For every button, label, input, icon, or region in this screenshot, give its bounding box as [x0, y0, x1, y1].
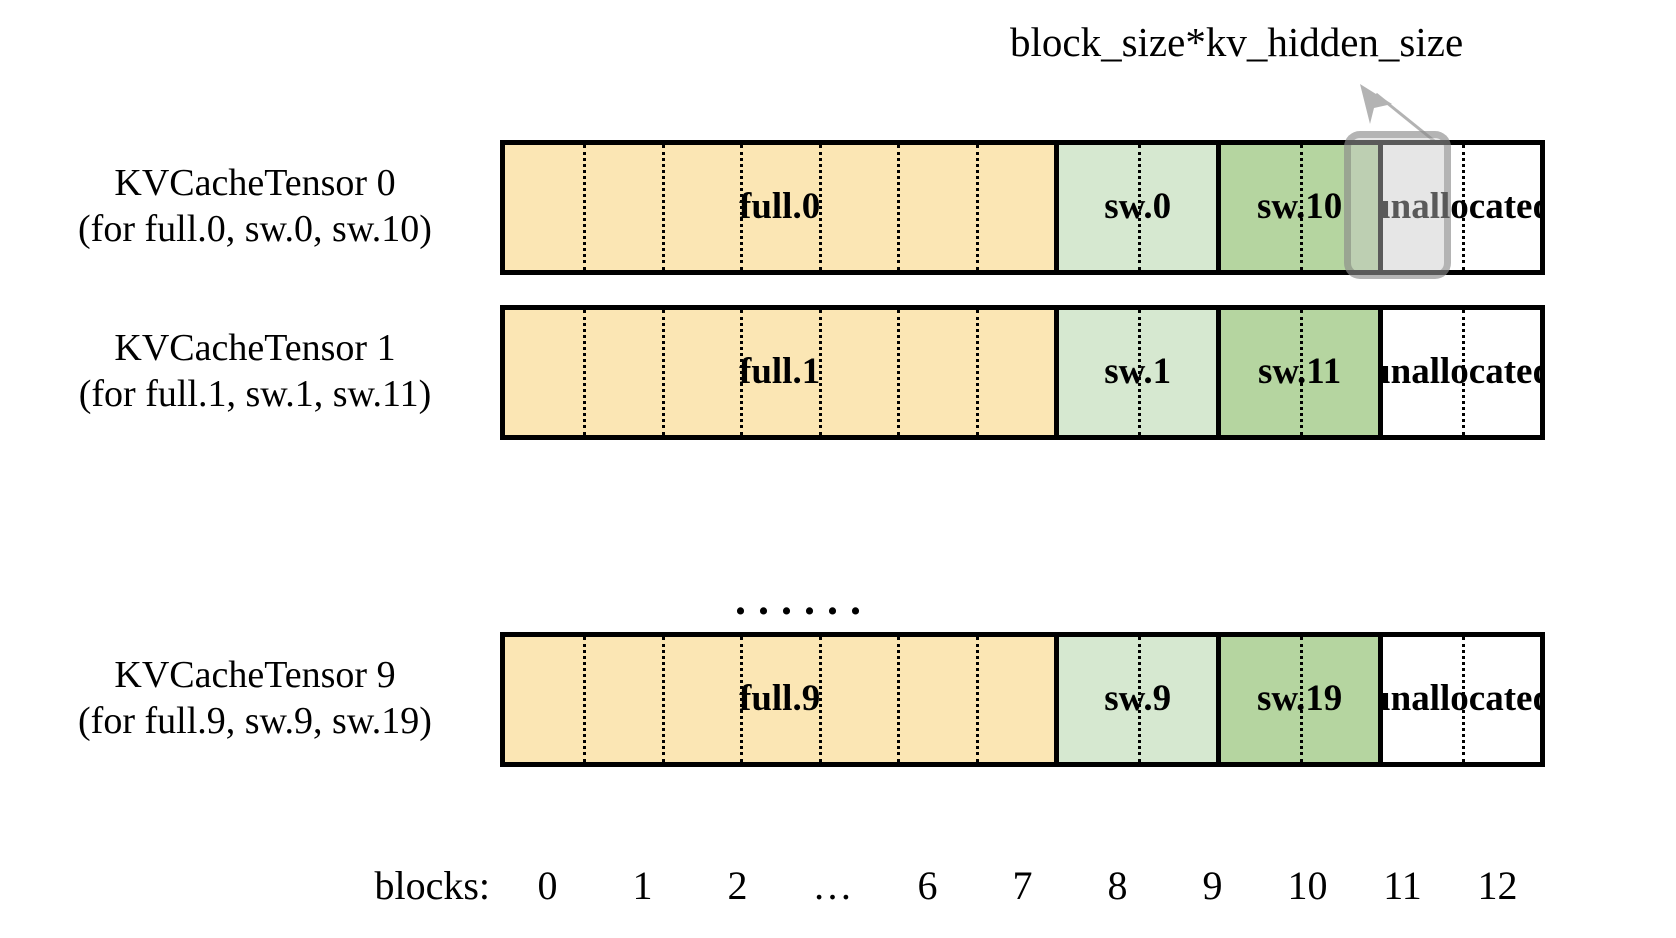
row-1-subtitle: (for full.1, sw.1, sw.11) — [78, 373, 432, 416]
segment-full-0[interactable]: full.0 — [505, 145, 1055, 270]
block-tick: 10 — [1287, 863, 1328, 908]
segment-sw-10-label: sw.10 — [1256, 186, 1343, 228]
segment-sw-19-label: sw.19 — [1256, 678, 1343, 720]
blocks-axis-label: blocks: — [374, 863, 490, 908]
block-tick: 6 — [917, 863, 938, 908]
kvcache-bar-1[interactable]: full.1 sw.1 sw.11 unallocated — [500, 305, 1545, 440]
annotation-label: block_size*kv_hidden_size — [1010, 19, 1464, 65]
block-tick: 11 — [1383, 863, 1422, 908]
segment-sw-0[interactable]: sw.0 — [1054, 145, 1217, 270]
kvcache-bar-0[interactable]: full.0 sw.0 sw.10 unallocated — [500, 140, 1545, 275]
segment-full-0-label: full.0 — [739, 186, 821, 228]
highlighted-block-overlay[interactable] — [1344, 131, 1451, 279]
segment-sw-1-label: sw.1 — [1104, 351, 1172, 393]
segment-unallocated-9-label: unallocated — [1378, 678, 1540, 720]
segment-full-1-label: full.1 — [739, 351, 821, 393]
block-tick: … — [812, 863, 853, 908]
blocks-tick-list: 0 1 2 … 6 7 8 9 10 11 12 — [500, 862, 1545, 909]
segment-unallocated-0[interactable]: unallocated — [1378, 145, 1540, 270]
segment-unallocated-1[interactable]: unallocated — [1378, 310, 1540, 435]
kvcache-bar-9[interactable]: full.9 sw.9 sw.19 unallocated — [500, 632, 1545, 767]
rows-ellipsis: ...... — [735, 575, 873, 624]
segment-sw-0-label: sw.0 — [1104, 186, 1172, 228]
block-tick: 2 — [727, 863, 748, 908]
row-0-title: KVCacheTensor 0 — [114, 162, 396, 204]
block-tick: 7 — [1012, 863, 1033, 908]
row-0-label: KVCacheTensor 0 (for full.0, sw.0, sw.10… — [20, 160, 490, 253]
segment-unallocated-0-label: unallocated — [1378, 186, 1540, 228]
segment-sw-9-label: sw.9 — [1104, 678, 1172, 720]
row-1-title: KVCacheTensor 1 — [114, 327, 396, 369]
row-9-title: KVCacheTensor 9 — [114, 654, 396, 696]
segment-unallocated-9[interactable]: unallocated — [1378, 637, 1540, 762]
segment-unallocated-1-label: unallocated — [1378, 351, 1540, 393]
segment-sw-9[interactable]: sw.9 — [1054, 637, 1217, 762]
row-9-subtitle: (for full.9, sw.9, sw.19) — [78, 700, 432, 743]
row-0-subtitle: (for full.0, sw.0, sw.10) — [78, 208, 432, 251]
segment-sw-1[interactable]: sw.1 — [1054, 310, 1217, 435]
row-1-label: KVCacheTensor 1 (for full.1, sw.1, sw.11… — [20, 325, 490, 418]
segment-sw-10[interactable]: sw.10 — [1216, 145, 1379, 270]
block-tick: 1 — [632, 863, 653, 908]
row-9-label: KVCacheTensor 9 (for full.9, sw.9, sw.19… — [20, 652, 490, 745]
segment-sw-11[interactable]: sw.11 — [1216, 310, 1379, 435]
block-tick: 8 — [1107, 863, 1128, 908]
segment-full-9-label: full.9 — [739, 678, 821, 720]
segment-full-9[interactable]: full.9 — [505, 637, 1055, 762]
block-tick: 9 — [1202, 863, 1223, 908]
segment-sw-19[interactable]: sw.19 — [1216, 637, 1379, 762]
segment-sw-11-label: sw.11 — [1257, 351, 1342, 393]
segment-full-1[interactable]: full.1 — [505, 310, 1055, 435]
block-tick: 0 — [537, 863, 558, 908]
block-tick: 12 — [1477, 863, 1518, 908]
blocks-axis: blocks: 0 1 2 … 6 7 8 9 10 11 12 — [0, 862, 1676, 922]
